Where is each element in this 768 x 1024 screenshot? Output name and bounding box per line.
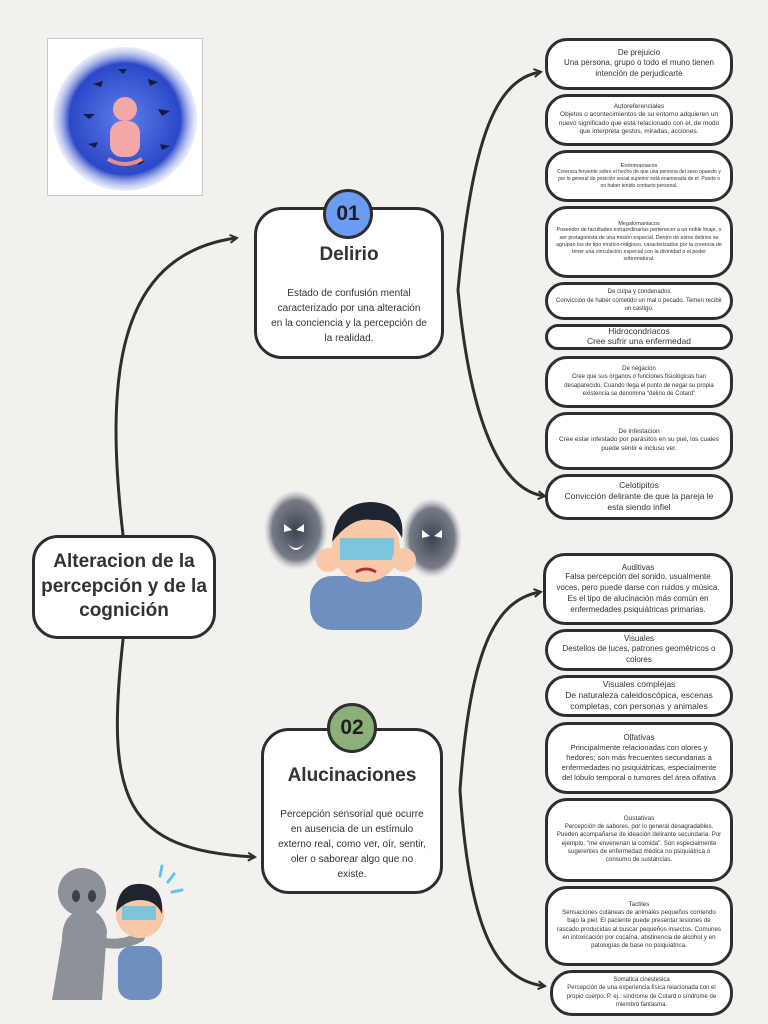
topic-description: Estado de confusión mental caracterizado…	[271, 288, 427, 344]
aluc-to-top-line	[458, 592, 540, 792]
root-to-delirio-line	[114, 238, 236, 537]
delirio-item: De culpa y condenados Convicción de habe…	[545, 282, 733, 320]
alucinacion-item: Tactiles Sensaciones cutáneas de animale…	[545, 886, 733, 966]
aluc-to-bottom-line	[458, 788, 544, 986]
delirio-item: Celotipitos Convicción delirante de que …	[545, 474, 733, 520]
root-node: Alteracion de la percepción y de la cogn…	[32, 535, 216, 639]
delirio-item: Hidrocondriacos Cree sufrir una enfermed…	[545, 324, 733, 350]
boy-with-ghosts-illustration	[264, 490, 470, 630]
dark-anxiety-illustration	[47, 38, 203, 196]
badge-02: 02	[327, 703, 377, 753]
girl-with-shadow-illustration	[32, 862, 192, 1000]
topic-title: Alucinaciones	[287, 765, 417, 786]
root-title: Alteracion de la percepción y de la cogn…	[41, 550, 207, 622]
delirio-item: De negación Cree que sus órganos o funci…	[545, 356, 733, 408]
topic-title: Delirio	[319, 244, 379, 265]
delirio-to-top-line	[456, 72, 540, 292]
delirio-to-bottom-line	[456, 288, 544, 496]
delirio-item: Autoreferenciales Objetos o acontecimien…	[545, 94, 733, 146]
delirio-item: De infestacion Cree estar infestado por …	[545, 412, 733, 470]
badge-01: 01	[323, 189, 373, 239]
alucinacion-item: Visuales complejas De naturaleza caleido…	[545, 675, 733, 717]
topic-description: Percepción sensorial que ocurre en ausen…	[278, 809, 426, 880]
delirio-item: Megalomaniacos Poseedor de facultades ex…	[545, 206, 733, 278]
alucinacion-item: Somatica cinestesica Percepción de una e…	[550, 970, 733, 1016]
alucinacion-item: Visuales Destellos de luces, patrones ge…	[545, 629, 733, 671]
root-to-alucinaciones-line	[115, 638, 254, 857]
alucinacion-item: Gustativas Percepción de sabores, por lo…	[545, 798, 733, 882]
alucinacion-item: Auditivas Falsa percepción del sonido, u…	[543, 553, 733, 625]
delirio-item: De prejuicio Una persona, grupo o todo e…	[545, 38, 733, 90]
alucinacion-item: Olfativas Principalmente relacionadas co…	[545, 722, 733, 794]
delirio-item: Erotomaniacos Creencia ferviente sobre e…	[545, 150, 733, 202]
